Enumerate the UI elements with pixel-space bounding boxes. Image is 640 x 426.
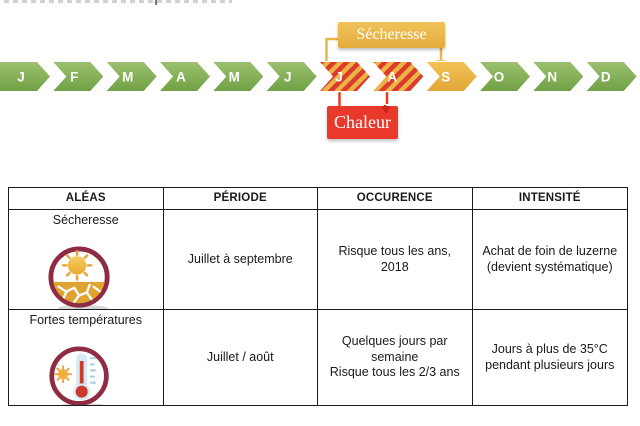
heat-intensite-cell: Jours à plus de 35°C pendant plusieurs j… — [485, 341, 615, 372]
drought-occurence-cell: Risque tous les ans, 2018 — [318, 210, 473, 310]
header-periode: PÉRIODE — [163, 188, 318, 210]
table-row-heat-alea-cell: Fortes températures — [9, 310, 164, 405]
chevron-octobre — [477, 60, 532, 93]
drought-row-label: Sécheresse — [52, 213, 119, 227]
month-label-janvier: J — [17, 70, 25, 85]
chevron-decembre — [584, 60, 639, 93]
chevron-mai — [210, 60, 265, 93]
chevron-juillet-hatched — [317, 60, 372, 93]
header-intensite: INTENSITÉ — [472, 188, 627, 210]
header-aleas: ALÉAS — [9, 188, 164, 210]
month-label-juillet: J — [335, 70, 343, 85]
cropped-text-remnant-tick — [155, 0, 157, 5]
drought-intensite-cell: Achat de foin de luzerne (devient systém… — [472, 210, 627, 310]
risk-table: ALÉAS PÉRIODE OCCURENCE INTENSITÉ Sécher… — [8, 187, 628, 406]
month-label-decembre: D — [601, 70, 611, 85]
heat-callout-box: Chaleur — [327, 105, 398, 139]
month-label-mai: M — [229, 70, 240, 85]
thermometer-icon — [48, 330, 112, 405]
timeline-chevrons-svg: J F M A M J J A S O N D — [0, 37, 639, 107]
heat-callout-label: Chaleur — [334, 112, 391, 132]
chevron-septembre-gold — [424, 60, 479, 93]
chevron-aout-hatched — [370, 60, 425, 93]
month-label-octobre: O — [494, 70, 505, 85]
chevron-novembre — [530, 60, 585, 93]
cropped-text-remnant — [4, 0, 232, 3]
chevron-avril — [157, 60, 212, 93]
month-label-mars: M — [122, 70, 133, 85]
month-label-juin: J — [284, 70, 292, 85]
table-row-drought-alea-cell: Sécheresse — [9, 210, 164, 310]
drought-callout-label: Sécheresse — [356, 26, 427, 43]
header-occurence: OCCURENCE — [318, 188, 473, 210]
drought-callout-box: Sécheresse — [338, 22, 445, 48]
month-label-avril: A — [176, 70, 186, 85]
month-label-aout: A — [387, 70, 397, 85]
heat-occurence-cell: Quelques jours par semaine Risque tous l… — [318, 310, 473, 405]
heat-periode-cell: Juillet / août — [164, 310, 318, 405]
month-label-septembre: S — [441, 70, 450, 85]
chevron-janvier — [0, 60, 52, 93]
drought-icon — [47, 230, 113, 309]
heat-arrowhead-icon — [381, 105, 391, 114]
months-timeline-diagram: J F M A M J J A S O N D Sécheresse Chale… — [0, 0, 640, 155]
heat-row-label: Fortes températures — [29, 313, 143, 327]
chevron-juin — [264, 60, 319, 93]
chevron-mars — [104, 60, 159, 93]
month-label-novembre: N — [547, 70, 557, 85]
month-label-fevrier: F — [70, 70, 78, 85]
chevron-fevrier — [50, 60, 105, 93]
drought-bracket-left-connector — [325, 37, 339, 63]
drought-periode-cell: Juillet à septembre — [163, 210, 318, 310]
